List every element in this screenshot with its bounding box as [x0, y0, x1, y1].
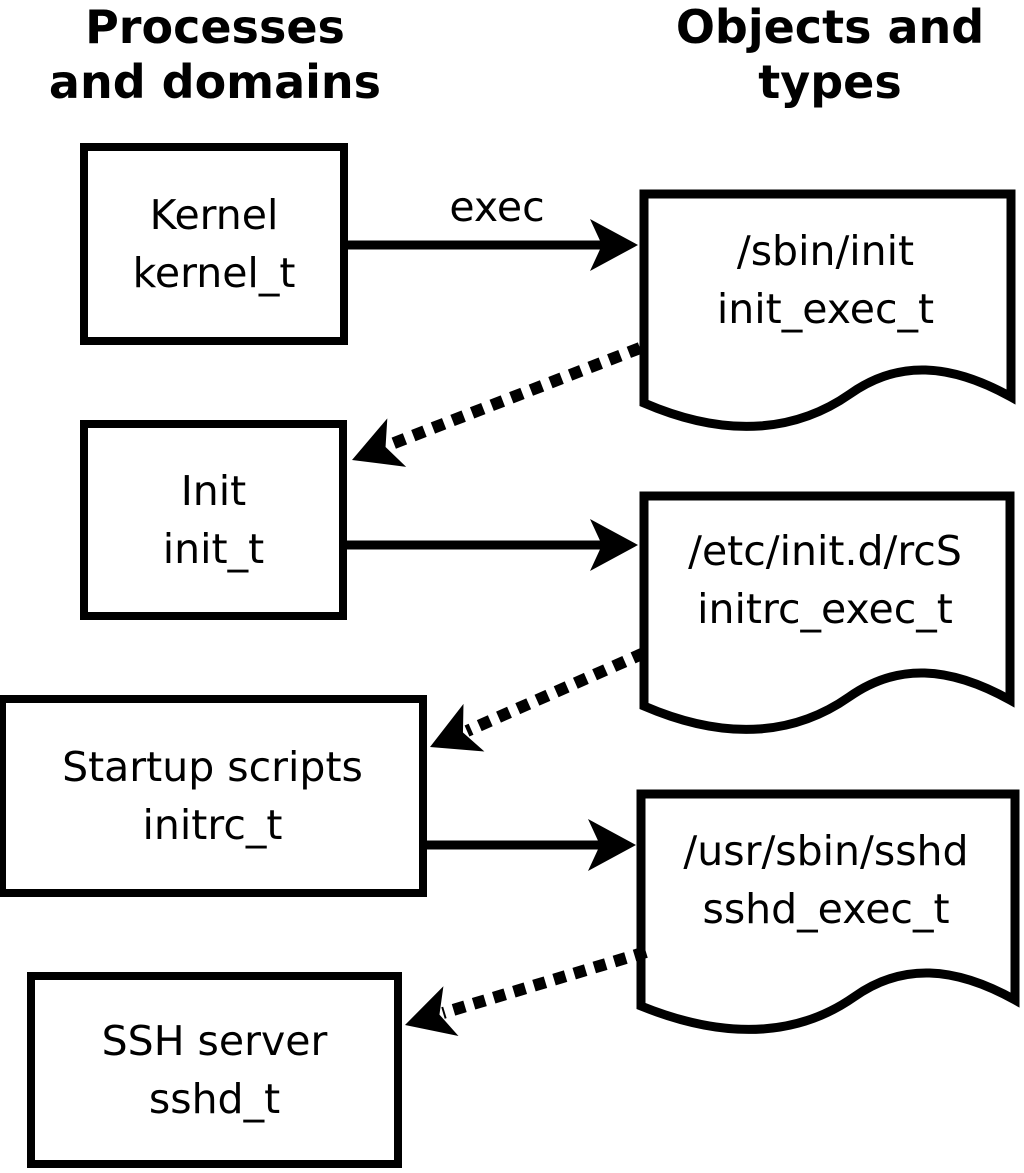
object-label-usr-sbin-sshd: /usr/sbin/sshd sshd_exec_t: [637, 822, 1015, 938]
process-domain: kernel_t: [132, 249, 296, 297]
solid-arrow-initrc-to-sshd: [427, 819, 636, 871]
object-path: /sbin/init: [736, 227, 915, 275]
document-shape-sbin-init: [639, 189, 1016, 431]
dotted-arrow-sbin-init-to-init: [352, 342, 643, 467]
exec-arrow-label: exec: [449, 183, 545, 231]
object-type: sshd_exec_t: [702, 885, 950, 933]
object-path: /usr/sbin/sshd: [683, 827, 969, 875]
object-label-sbin-init: /sbin/init init_exec_t: [640, 222, 1011, 338]
header-line: and domains: [48, 55, 382, 109]
process-box-kernel: Kernel kernel_t: [80, 143, 348, 345]
object-type: initrc_exec_t: [697, 585, 953, 633]
process-name: Kernel: [149, 191, 279, 239]
process-box-init: Init init_t: [80, 420, 347, 620]
column-header-processes: Processes and domains: [0, 0, 430, 110]
process-domain: init_t: [162, 525, 265, 573]
process-name: Startup scripts: [62, 743, 363, 791]
column-header-objects: Objects and types: [640, 0, 1020, 110]
process-domain: sshd_t: [148, 1075, 281, 1123]
dotted-arrow-rcs-to-initrc: [430, 647, 647, 752]
process-domain: initrc_t: [142, 801, 283, 849]
object-type: init_exec_t: [716, 285, 935, 333]
object-path: /etc/init.d/rcS: [688, 527, 962, 575]
document-shape-etc-initd-rcs: [639, 491, 1015, 734]
process-box-startup-scripts: Startup scripts initrc_t: [0, 695, 427, 897]
dotted-arrow-sshd-exec-to-sshd: [405, 946, 648, 1036]
header-line: types: [758, 55, 902, 109]
solid-arrow-init-to-rcs: [347, 519, 638, 571]
process-box-ssh-server: SSH server sshd_t: [27, 972, 402, 1168]
header-line: Objects and: [675, 0, 985, 54]
process-name: SSH server: [101, 1017, 328, 1065]
header-line: Processes: [85, 0, 345, 54]
document-shape-usr-sbin-sshd: [636, 789, 1020, 1034]
process-name: Init: [180, 467, 247, 515]
solid-arrow-kernel-to-sbin-init: [348, 219, 638, 271]
object-label-etc-initd-rcs: /etc/init.d/rcS initrc_exec_t: [640, 522, 1010, 638]
